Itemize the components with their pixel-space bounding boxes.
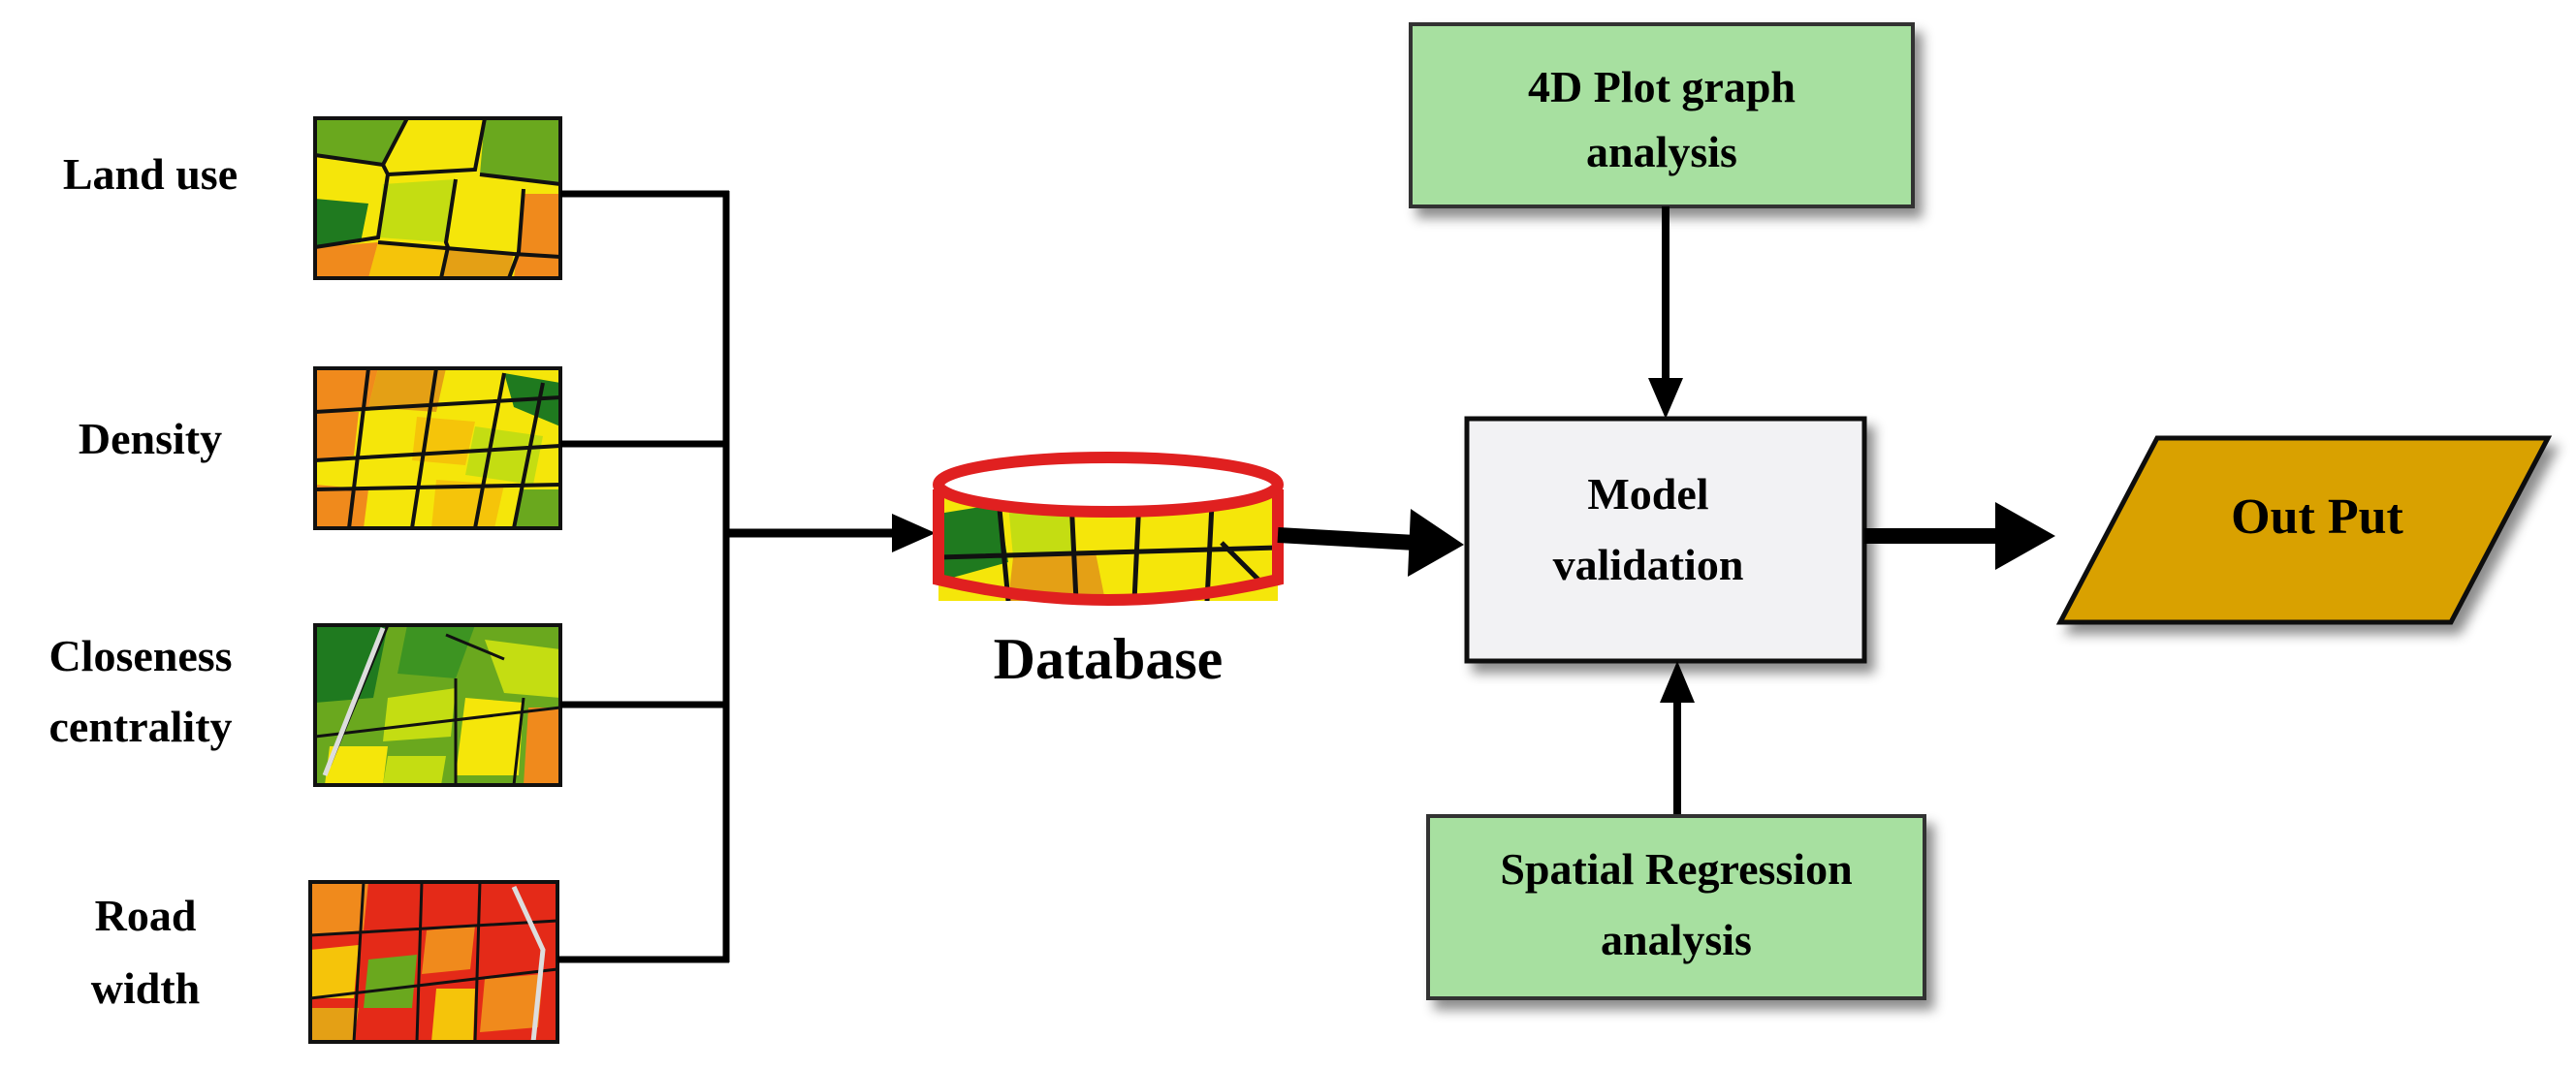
input-label-road-line2: width [91, 963, 200, 1013]
density-map [313, 366, 562, 530]
arrow-to-output [1864, 502, 2055, 570]
input-label-closeness-line2: centrality [48, 702, 232, 751]
model-validation-line1: Model [1587, 469, 1708, 519]
arrow-to-database [726, 514, 936, 552]
closeness-centrality-map [313, 623, 562, 787]
model-validation-line2: validation [1553, 540, 1744, 589]
input-label-closeness-line1: Closeness [48, 631, 232, 680]
model-validation-box: Model validation [1464, 416, 1867, 664]
spatial-regression-line1: Spatial Regression [1500, 844, 1852, 894]
spatial-regression-box: Spatial Regression analysis [1426, 814, 1926, 1000]
arrow-plot-to-model [1648, 206, 1683, 419]
output-label: Out Put [2231, 489, 2403, 545]
plot-graph-line2: analysis [1586, 127, 1737, 176]
land-use-map [313, 116, 562, 280]
database-cylinder [933, 452, 1284, 606]
input-label-road-line1: Road [95, 891, 197, 940]
spatial-regression-line2: analysis [1601, 915, 1752, 964]
input-labels: Land use Density Closeness centrality Ro… [48, 149, 238, 1013]
input-connectors [557, 190, 730, 963]
input-label-land-use: Land use [63, 149, 238, 199]
road-width-map [308, 880, 559, 1044]
database-label: Database [994, 627, 1224, 691]
output-parallelogram: Out Put [2055, 435, 2553, 625]
plot-graph-line1: 4D Plot graph [1528, 62, 1796, 111]
input-label-density: Density [79, 414, 222, 463]
arrow-to-model [1277, 509, 1464, 577]
plot-graph-box: 4D Plot graph analysis [1409, 22, 1915, 208]
arrow-regression-to-model [1660, 661, 1695, 814]
